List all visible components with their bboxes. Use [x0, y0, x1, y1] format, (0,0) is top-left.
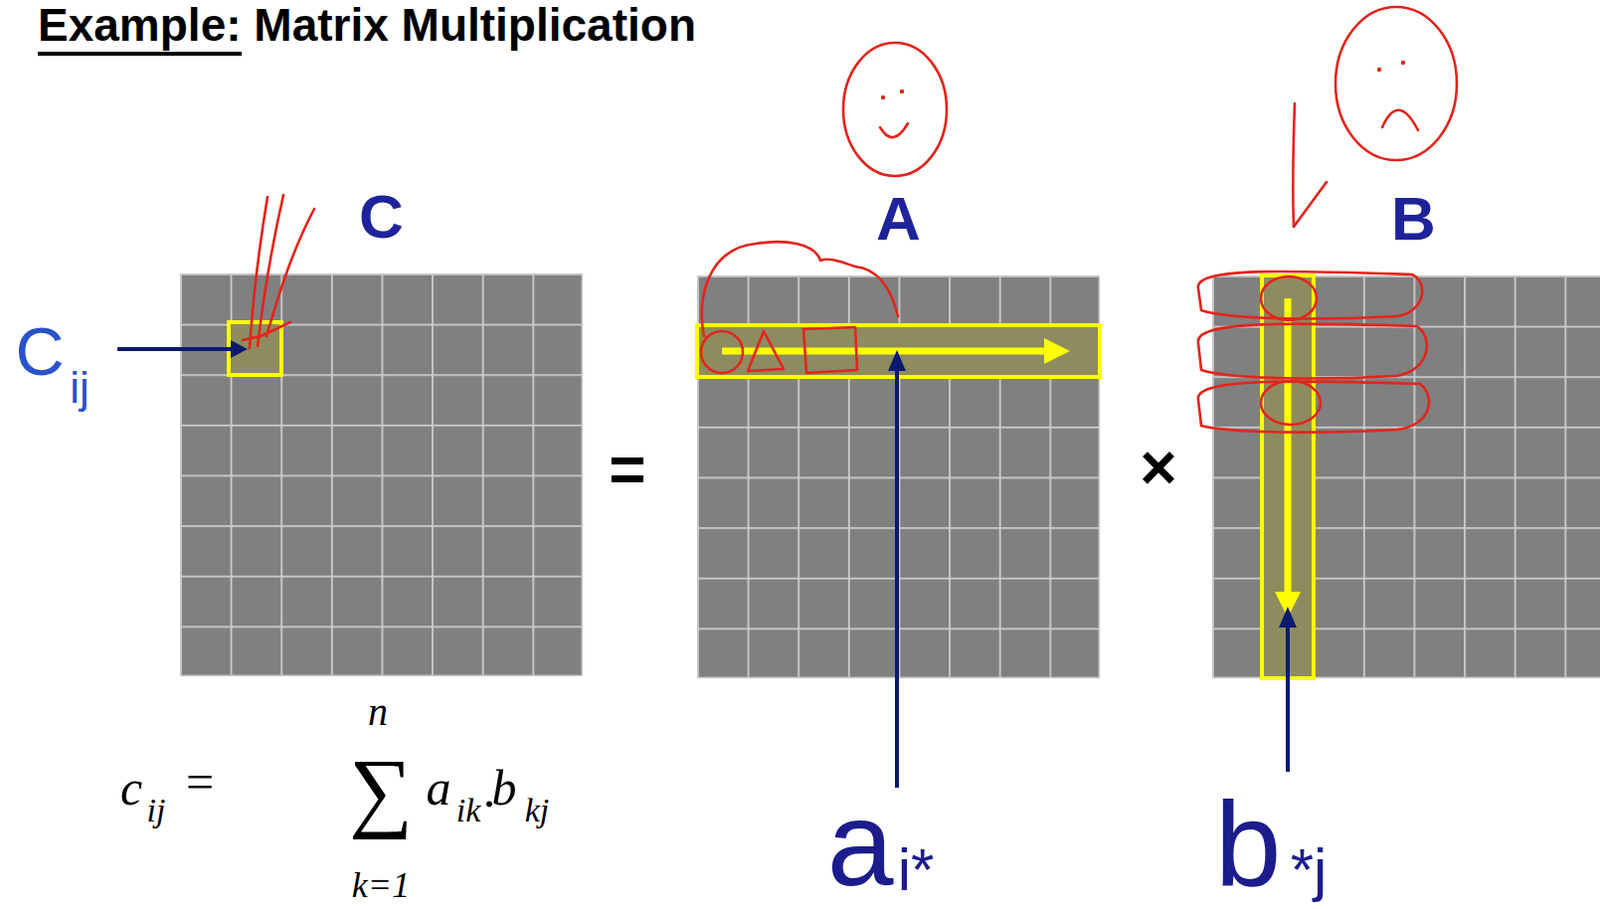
frown: [1382, 110, 1419, 131]
formula-symbol: a: [426, 762, 452, 813]
matrix-grid: [179, 273, 583, 677]
pointer-arrows: [117, 349, 1288, 788]
formula-subscript: kj: [525, 793, 550, 828]
sum-limit: n: [367, 692, 388, 732]
pointer-arrowheads: [230, 340, 1297, 628]
column-arrow: [1284, 298, 1292, 594]
matrix: B: [1212, 275, 1600, 679]
bracket: [702, 241, 898, 337]
highlight-column: [1261, 275, 1314, 679]
frown-face: [1335, 6, 1457, 161]
cell-label: C: [14, 317, 64, 385]
formula-subscript: ij: [147, 793, 167, 828]
scribble-loop: [701, 331, 743, 373]
matrix-grid: [1212, 275, 1600, 679]
slide-title: Example: Matrix Multiplication: [37, 0, 697, 51]
formula-subscript: ik: [456, 793, 482, 828]
row-arrow: [721, 348, 1047, 356]
matrix: A: [697, 275, 1100, 679]
scribble-loop: [1260, 276, 1317, 321]
matrix-name: A: [876, 187, 921, 250]
scribble-loop: [1260, 380, 1321, 425]
title-underline: [37, 51, 242, 56]
smile: [880, 123, 908, 138]
scribble-box: [803, 327, 858, 373]
sum-sign: ∑: [349, 745, 413, 836]
row-arrowhead: [1044, 338, 1070, 364]
smiley-face: [843, 42, 947, 177]
equals-sign: =: [608, 437, 646, 502]
scribble-loop: [1198, 380, 1429, 432]
hand-arrow: [1292, 103, 1327, 227]
subscript: *j: [1290, 840, 1328, 900]
highlight-row: [697, 325, 1100, 377]
subscript: i*: [897, 840, 935, 900]
sum-limit: k=1: [352, 867, 410, 903]
matrix: C: [179, 273, 583, 677]
row-label: a: [827, 783, 894, 903]
matrix-name: C: [358, 185, 404, 248]
formula-equals: =: [185, 756, 214, 807]
scribble-loop: [1198, 324, 1427, 379]
matrix-name: B: [1391, 187, 1436, 250]
column-label: b: [1215, 783, 1282, 903]
times-sign: ×: [1139, 435, 1177, 500]
subscript: ij: [69, 365, 90, 410]
face-eyes: [881, 60, 1406, 100]
scribble-lines: [242, 194, 315, 349]
formula-symbol: c: [120, 762, 143, 813]
formula-symbol: b: [492, 762, 518, 813]
hand-annotations: [242, 6, 1457, 433]
scribble-triangle: [747, 331, 784, 371]
